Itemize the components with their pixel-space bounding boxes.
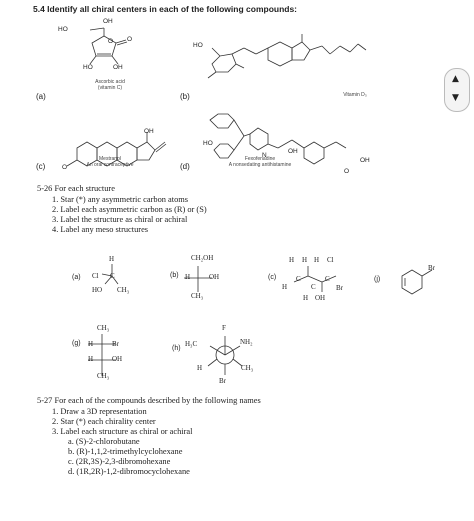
atom-oh: OH: [112, 355, 123, 363]
instruction-item: 2. Label each asymmetric carbon as (R) o…: [52, 205, 207, 214]
atom-oh: OH: [144, 128, 154, 135]
instruction-item: 1. Star (*) any asymmetric carbon atoms: [52, 195, 189, 204]
fexofenadine-structure: [209, 113, 347, 165]
vitamin-d3-structure: [207, 34, 367, 79]
atom-br: Br: [219, 377, 226, 385]
atom-ho: HO: [193, 42, 203, 49]
atom-f: F: [222, 324, 226, 332]
atom-cl: Cl: [92, 272, 99, 280]
atom-ho: HO: [92, 286, 103, 294]
atom-o-ring: O: [108, 38, 114, 45]
label-b: (b): [180, 92, 190, 101]
atom-h: H: [197, 364, 203, 372]
label-a: (a): [72, 274, 81, 281]
atom-c2: C: [311, 283, 316, 291]
atom-h3: H: [314, 256, 320, 264]
scroll-down-icon[interactable]: ▼: [452, 93, 459, 103]
atom-nh2: NH₂: [240, 338, 253, 346]
atom-ch2oh: CH₂OH: [191, 254, 214, 262]
compound-name-item: a. (S)-2-chlorobutane: [68, 437, 140, 446]
label-c: (c): [36, 162, 46, 171]
problem-5-26-instructions: 1. Star (*) any asymmetric carbon atoms …: [52, 195, 207, 235]
compound-name-item: c. (2R,3S)-2,3-dibromohexane: [68, 457, 171, 466]
atom-c3: C: [325, 275, 330, 283]
atom-n: N: [262, 152, 267, 159]
problem-5-26-heading: 5-26 For each structure: [37, 184, 115, 193]
label-g: (g): [72, 340, 81, 347]
atom-oh-chain: OH: [288, 148, 298, 155]
scroll-up-icon[interactable]: ▲: [452, 74, 459, 84]
page-navigation-control: ▲ ▼: [444, 68, 470, 112]
atom-ch3: CH₃: [241, 364, 254, 372]
mestranol-structure: [66, 132, 167, 167]
label-j: (j): [374, 276, 381, 283]
atom-oh-acid: OH: [360, 157, 370, 164]
atom-o-ether: O: [62, 164, 68, 171]
atom-oh: OH: [315, 294, 326, 302]
fischer-structure-g: [88, 334, 116, 376]
instruction-item: 3. Label each structure as chiral or ach…: [52, 427, 193, 436]
atom-h1: H: [289, 256, 295, 264]
label-b: (b): [170, 272, 179, 279]
atom-h3c: H₃C: [185, 340, 198, 348]
caption-vitamin-d3: Vitamin D₃: [343, 92, 367, 98]
atom-c1: C: [296, 275, 301, 283]
atom-ch3-bottom: CH₃: [97, 372, 110, 380]
newman-projection-h: [207, 336, 243, 375]
instruction-item: 2. Star (*) each chirality center: [52, 417, 156, 426]
problem-5-27-compound-list: a. (S)-2-chlorobutane b. (R)-1,1,2-trime…: [68, 437, 190, 477]
label-h: (h): [172, 345, 181, 352]
atom-ho-bottom: HO: [83, 64, 93, 71]
problem-5-27-instructions: 1. Draw a 3D representation 2. Star (*) …: [52, 407, 192, 437]
atom-h5: H: [303, 294, 309, 302]
cyclohexene-structure-j: [401, 269, 433, 295]
atom-oh-bottom: OH: [113, 64, 123, 71]
atom-ch3: CH₃: [191, 292, 204, 300]
instruction-item: 4. Label any meso structures: [52, 225, 149, 234]
problem-5-4-heading: 5.4 Identify all chiral centers in each …: [33, 4, 298, 14]
atom-o-carbonyl: O: [344, 168, 350, 175]
problem-5-27-heading: 5-27 For each of the compounds described…: [37, 396, 261, 405]
atom-h1: H: [88, 340, 94, 348]
ascorbic-acid-structure: [89, 27, 128, 65]
wedge-structure-a: [101, 264, 119, 285]
atom-h2: H: [88, 355, 94, 363]
atom-oh-top: OH: [103, 18, 113, 25]
atom-ch3: CH₃: [117, 286, 130, 294]
atom-ch3-top: CH₃: [97, 324, 110, 332]
atom-ho-left: HO: [58, 26, 68, 33]
caption-ascorbic-acid: Ascorbic acid (vitamin C): [95, 79, 125, 91]
fischer-structure-b: [184, 266, 212, 292]
caption-mestranol: Mestranol An oral contraceptive: [86, 156, 134, 168]
atom-br: Br: [112, 340, 119, 348]
atom-oh: OH: [209, 273, 220, 281]
atom-h2: H: [302, 256, 308, 264]
compound-name-item: b. (R)-1,1,2-trimethylcyclohexane: [68, 447, 183, 456]
label-a: (a): [36, 92, 46, 101]
instruction-item: 3. Label the structure as chiral or achi…: [52, 215, 188, 224]
compound-name-item: d. (1R,2R)-1,2-dibromocyclohexane: [68, 467, 190, 476]
label-d: (d): [180, 162, 190, 171]
atom-h4: H: [282, 283, 288, 291]
atom-o-carbonyl: O: [127, 36, 133, 43]
atom-c: C: [110, 272, 115, 280]
label-c: (c): [268, 274, 277, 281]
atom-br: Br: [336, 284, 343, 292]
zigzag-structure-c: [293, 266, 337, 292]
caption-fexofenadine: Fexofenadine A nonsedating antihistamine: [228, 156, 292, 168]
atom-h: H: [109, 255, 115, 263]
atom-h: H: [185, 273, 191, 281]
atom-ho: HO: [203, 140, 213, 147]
atom-cl: Cl: [327, 256, 334, 264]
instruction-item: 1. Draw a 3D representation: [52, 407, 147, 416]
atom-br: Br: [428, 264, 435, 272]
